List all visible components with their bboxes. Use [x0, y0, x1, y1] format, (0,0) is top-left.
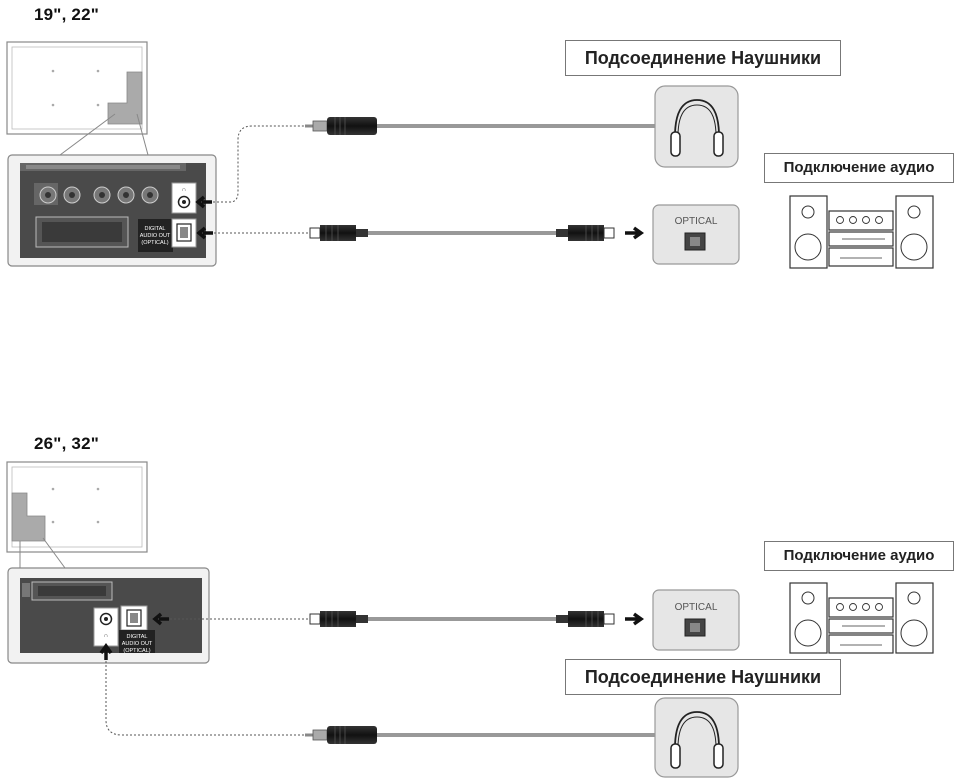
optical-label-bottom: OPTICAL — [675, 602, 718, 613]
audio-system-icon — [789, 582, 934, 654]
arrow-icon — [152, 612, 169, 626]
svg-text:∩: ∩ — [182, 187, 186, 193]
rca-row — [34, 183, 159, 205]
arrow-icon — [196, 226, 213, 240]
headphones-title-bottom: Подсоединение Наушники — [565, 659, 841, 695]
headphones-icon — [654, 85, 739, 168]
port-label-line3-bottom: (OPTICAL) — [123, 648, 150, 654]
port-label-line2-bottom: AUDIO OUT — [122, 641, 153, 647]
tv-back-top: ∩ DIGITAL AUDIO OUT (OPTICAL) — [6, 41, 217, 267]
port-label-line1-bottom: DIGITAL — [127, 634, 148, 640]
audio-system-icon — [789, 195, 934, 269]
arrow-icon — [99, 642, 113, 660]
svg-text:∩: ∩ — [104, 633, 108, 639]
headphone-cable-bottom — [305, 726, 655, 744]
headphones-icon — [654, 697, 739, 778]
optical-label-top: OPTICAL — [675, 216, 718, 227]
size-label-top: 19", 22" — [34, 5, 99, 24]
optical-cable-bottom — [309, 611, 615, 627]
port-label-line2-top: AUDIO OUT — [140, 233, 171, 239]
arrow-icon — [195, 195, 212, 209]
port-label-line3-top: (OPTICAL) — [141, 240, 168, 246]
arrow-icon — [625, 612, 645, 626]
arrow-icon — [625, 226, 645, 240]
size-label-bottom: 26", 32" — [34, 434, 99, 453]
audio-title-bottom: Подключение аудио — [764, 541, 954, 571]
optical-receiver-bottom: OPTICAL — [652, 589, 740, 651]
headphones-title-top: Подсоединение Наушники — [565, 40, 841, 76]
headphone-cable-top — [305, 117, 655, 135]
tv-back-bottom: ∩ DIGITAL AUDIO OUT (OPTICAL) — [6, 461, 210, 664]
optical-receiver-top: OPTICAL — [652, 204, 740, 265]
audio-title-top: Подключение аудио — [764, 153, 954, 183]
port-label-line1-top: DIGITAL — [145, 226, 166, 232]
optical-cable-top — [309, 225, 615, 241]
